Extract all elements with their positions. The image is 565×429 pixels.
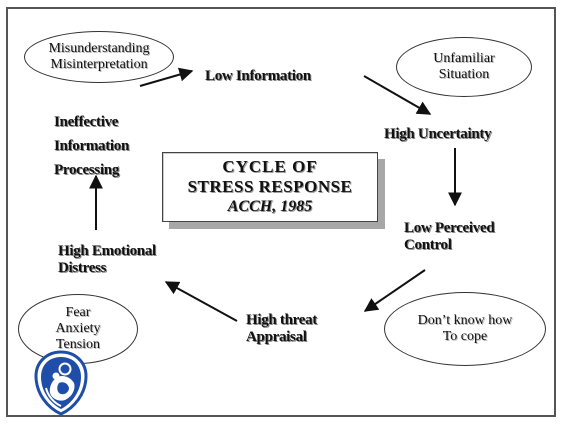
arrow-to-low-information (139, 67, 194, 87)
oval-unfamiliar-situation: Unfamiliar Situation (396, 37, 532, 97)
node-high-threat-appraisal: High threat Appraisal (246, 312, 318, 345)
title-line-2: STRESS RESPONSE (187, 177, 353, 196)
arrow-to-high-threat-appraisal (363, 269, 426, 312)
arrow-to-high-uncertainty (363, 75, 432, 115)
oval-dont-know-how-to-cope: Don’t know how To cope (384, 292, 546, 366)
title-line-1: CYCLE OF (222, 157, 318, 176)
oval-fear-anxiety-tension: Fear Anxiety Tension (18, 294, 138, 364)
arrow-to-high-emotional-distress (164, 281, 238, 322)
title-box: CYCLE OF STRESS RESPONSE ACCH, 1985 (162, 152, 378, 222)
node-high-emotional-distress: High Emotional Distress (58, 243, 156, 276)
title-line-3: ACCH, 1985 (227, 198, 313, 215)
mother-child-logo-icon (34, 350, 88, 416)
node-ineffective-processing: Ineffective Information Processing (54, 114, 130, 178)
node-high-uncertainty: High Uncertainty (384, 126, 492, 142)
oval-misunderstanding: Misunderstanding Misinterpretation (24, 31, 174, 83)
node-low-information: Low Information (205, 68, 311, 84)
node-low-perceived-control: Low Perceived Control (404, 220, 495, 253)
